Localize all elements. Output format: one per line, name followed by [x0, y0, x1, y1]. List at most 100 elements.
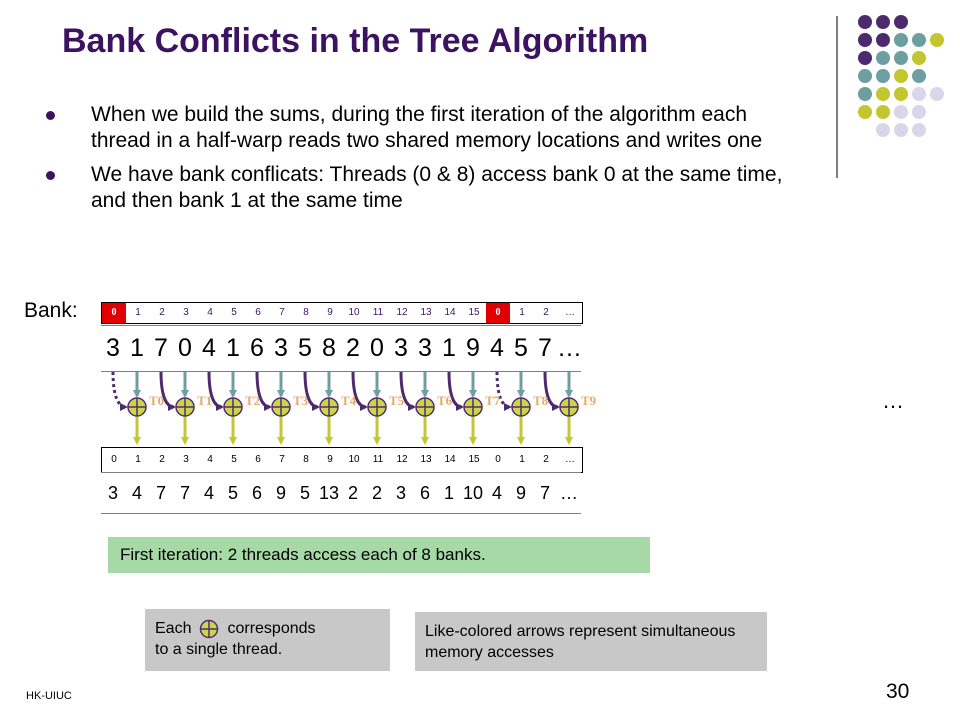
value-cell: 3: [106, 334, 120, 362]
thread-label: T1: [197, 393, 213, 408]
dot-row-5: [858, 87, 944, 101]
purple-read-arrow: [351, 371, 368, 411]
first-iteration-note: First iteration: 2 threads access each o…: [108, 537, 650, 573]
value-cell: 5: [298, 334, 312, 362]
bank-index-cell: 11: [372, 454, 384, 465]
value-cell: 3: [418, 334, 432, 362]
bank-index-cell: …: [565, 454, 575, 465]
bank-index-cell: 1: [135, 307, 141, 318]
bank-index-cell: 0: [486, 303, 510, 323]
bank-index-cell: 10: [348, 454, 360, 465]
bank-index-cell: 3: [183, 454, 189, 465]
bank-index-cell: 12: [396, 307, 408, 318]
decorative-dot-grid: [858, 15, 944, 137]
thread-label: T0: [149, 393, 165, 408]
value-cell: 7: [179, 483, 190, 503]
slide-number: 30: [886, 680, 910, 703]
value-cell: 4: [491, 483, 502, 503]
value-cell: 3: [274, 334, 288, 362]
bank-index-cell: 7: [279, 454, 285, 465]
value-cell: 8: [322, 334, 336, 362]
value-cell: 3: [107, 483, 118, 503]
bank-index-cell: 3: [183, 307, 189, 318]
bullet-item: We have bank conflicats: Threads (0 & 8)…: [40, 162, 800, 214]
bank-index-cell: 5: [231, 454, 237, 465]
thread-label: T9: [581, 393, 597, 408]
bullet-text: We have bank conflicats: Threads (0 & 8)…: [91, 163, 783, 212]
thread-legend-note: Each corresponds to a single thread.: [145, 609, 390, 671]
value-cell: 2: [347, 483, 358, 503]
purple-read-arrow: [303, 371, 320, 411]
purple-read-arrow: [159, 371, 176, 411]
bank-index-cell: 7: [279, 307, 285, 318]
bank-index-cell: 15: [468, 307, 480, 318]
bank-index-cell: 2: [159, 307, 165, 318]
value-cell: 9: [275, 483, 286, 503]
purple-read-arrow: [399, 371, 416, 411]
value-cell: 3: [395, 483, 406, 503]
value-cell: 1: [443, 483, 454, 503]
bank-index-cell: 15: [468, 454, 480, 465]
bank-index-cell: 5: [231, 307, 237, 318]
thread-label: T3: [293, 393, 309, 408]
bank-index-cell: 9: [327, 454, 333, 465]
bank-index-cell: 9: [327, 307, 333, 318]
purple-read-arrow: [447, 371, 464, 411]
bank-index-cell: 0: [111, 454, 117, 465]
value-cell: 2: [371, 483, 382, 503]
value-cell: 10: [462, 483, 484, 503]
bank-index-cell: 0: [495, 454, 501, 465]
value-cell: 3: [394, 334, 408, 362]
bank-index-cell: 1: [519, 454, 525, 465]
bank-index-cell: 14: [444, 307, 456, 318]
bullet-text: When we build the sums, during the first…: [91, 103, 763, 152]
dot-row-4: [858, 69, 926, 83]
value-cell: 6: [250, 334, 264, 362]
value-cell: 9: [515, 483, 526, 503]
purple-read-arrow: [543, 371, 560, 411]
thread-label: T8: [533, 393, 549, 408]
legend-text-line2: to a single thread.: [155, 641, 283, 658]
value-cell: 0: [178, 334, 192, 362]
value-cell: 7: [539, 483, 550, 503]
bank-index-cell: 4: [207, 307, 213, 318]
bullet-item: When we build the sums, during the first…: [40, 102, 800, 154]
dot-row-6: [858, 105, 926, 119]
value-cell: 5: [514, 334, 528, 362]
value-cell: 4: [202, 334, 216, 362]
bank-index-cell: 1: [519, 307, 525, 318]
bank-index-cell: 6: [255, 454, 261, 465]
value-cell: 1: [226, 334, 240, 362]
bank-index-cell: 2: [543, 454, 549, 465]
value-cell: 5: [299, 483, 310, 503]
bank-index-cell: 4: [207, 454, 213, 465]
value-cell: …: [557, 334, 582, 362]
bank-label: Bank:: [24, 299, 78, 322]
thread-label: T4: [341, 393, 357, 408]
bank-index-cell: 8: [303, 307, 309, 318]
value-cell: 6: [251, 483, 262, 503]
legend-text-corresponds: corresponds: [227, 620, 316, 637]
value-cell: 6: [419, 483, 430, 503]
bank-index-cell: 14: [444, 454, 456, 465]
thread-label: T7: [485, 393, 501, 408]
value-cell: 5: [227, 483, 238, 503]
value-cell: 4: [490, 334, 504, 362]
value-cell: 1: [442, 334, 456, 362]
purple-read-arrow: [111, 371, 128, 411]
value-cell: 9: [466, 334, 480, 362]
value-cell: 0: [370, 334, 384, 362]
thread-label: T2: [245, 393, 261, 408]
value-cell: 7: [538, 334, 552, 362]
adder-icon: [200, 619, 219, 639]
legend-text-each: Each: [155, 620, 192, 637]
bullet-list: When we build the sums, during the first…: [40, 102, 800, 222]
value-cell: 2: [346, 334, 360, 362]
value-cell: 1: [130, 334, 144, 362]
purple-read-arrow: [495, 371, 512, 411]
